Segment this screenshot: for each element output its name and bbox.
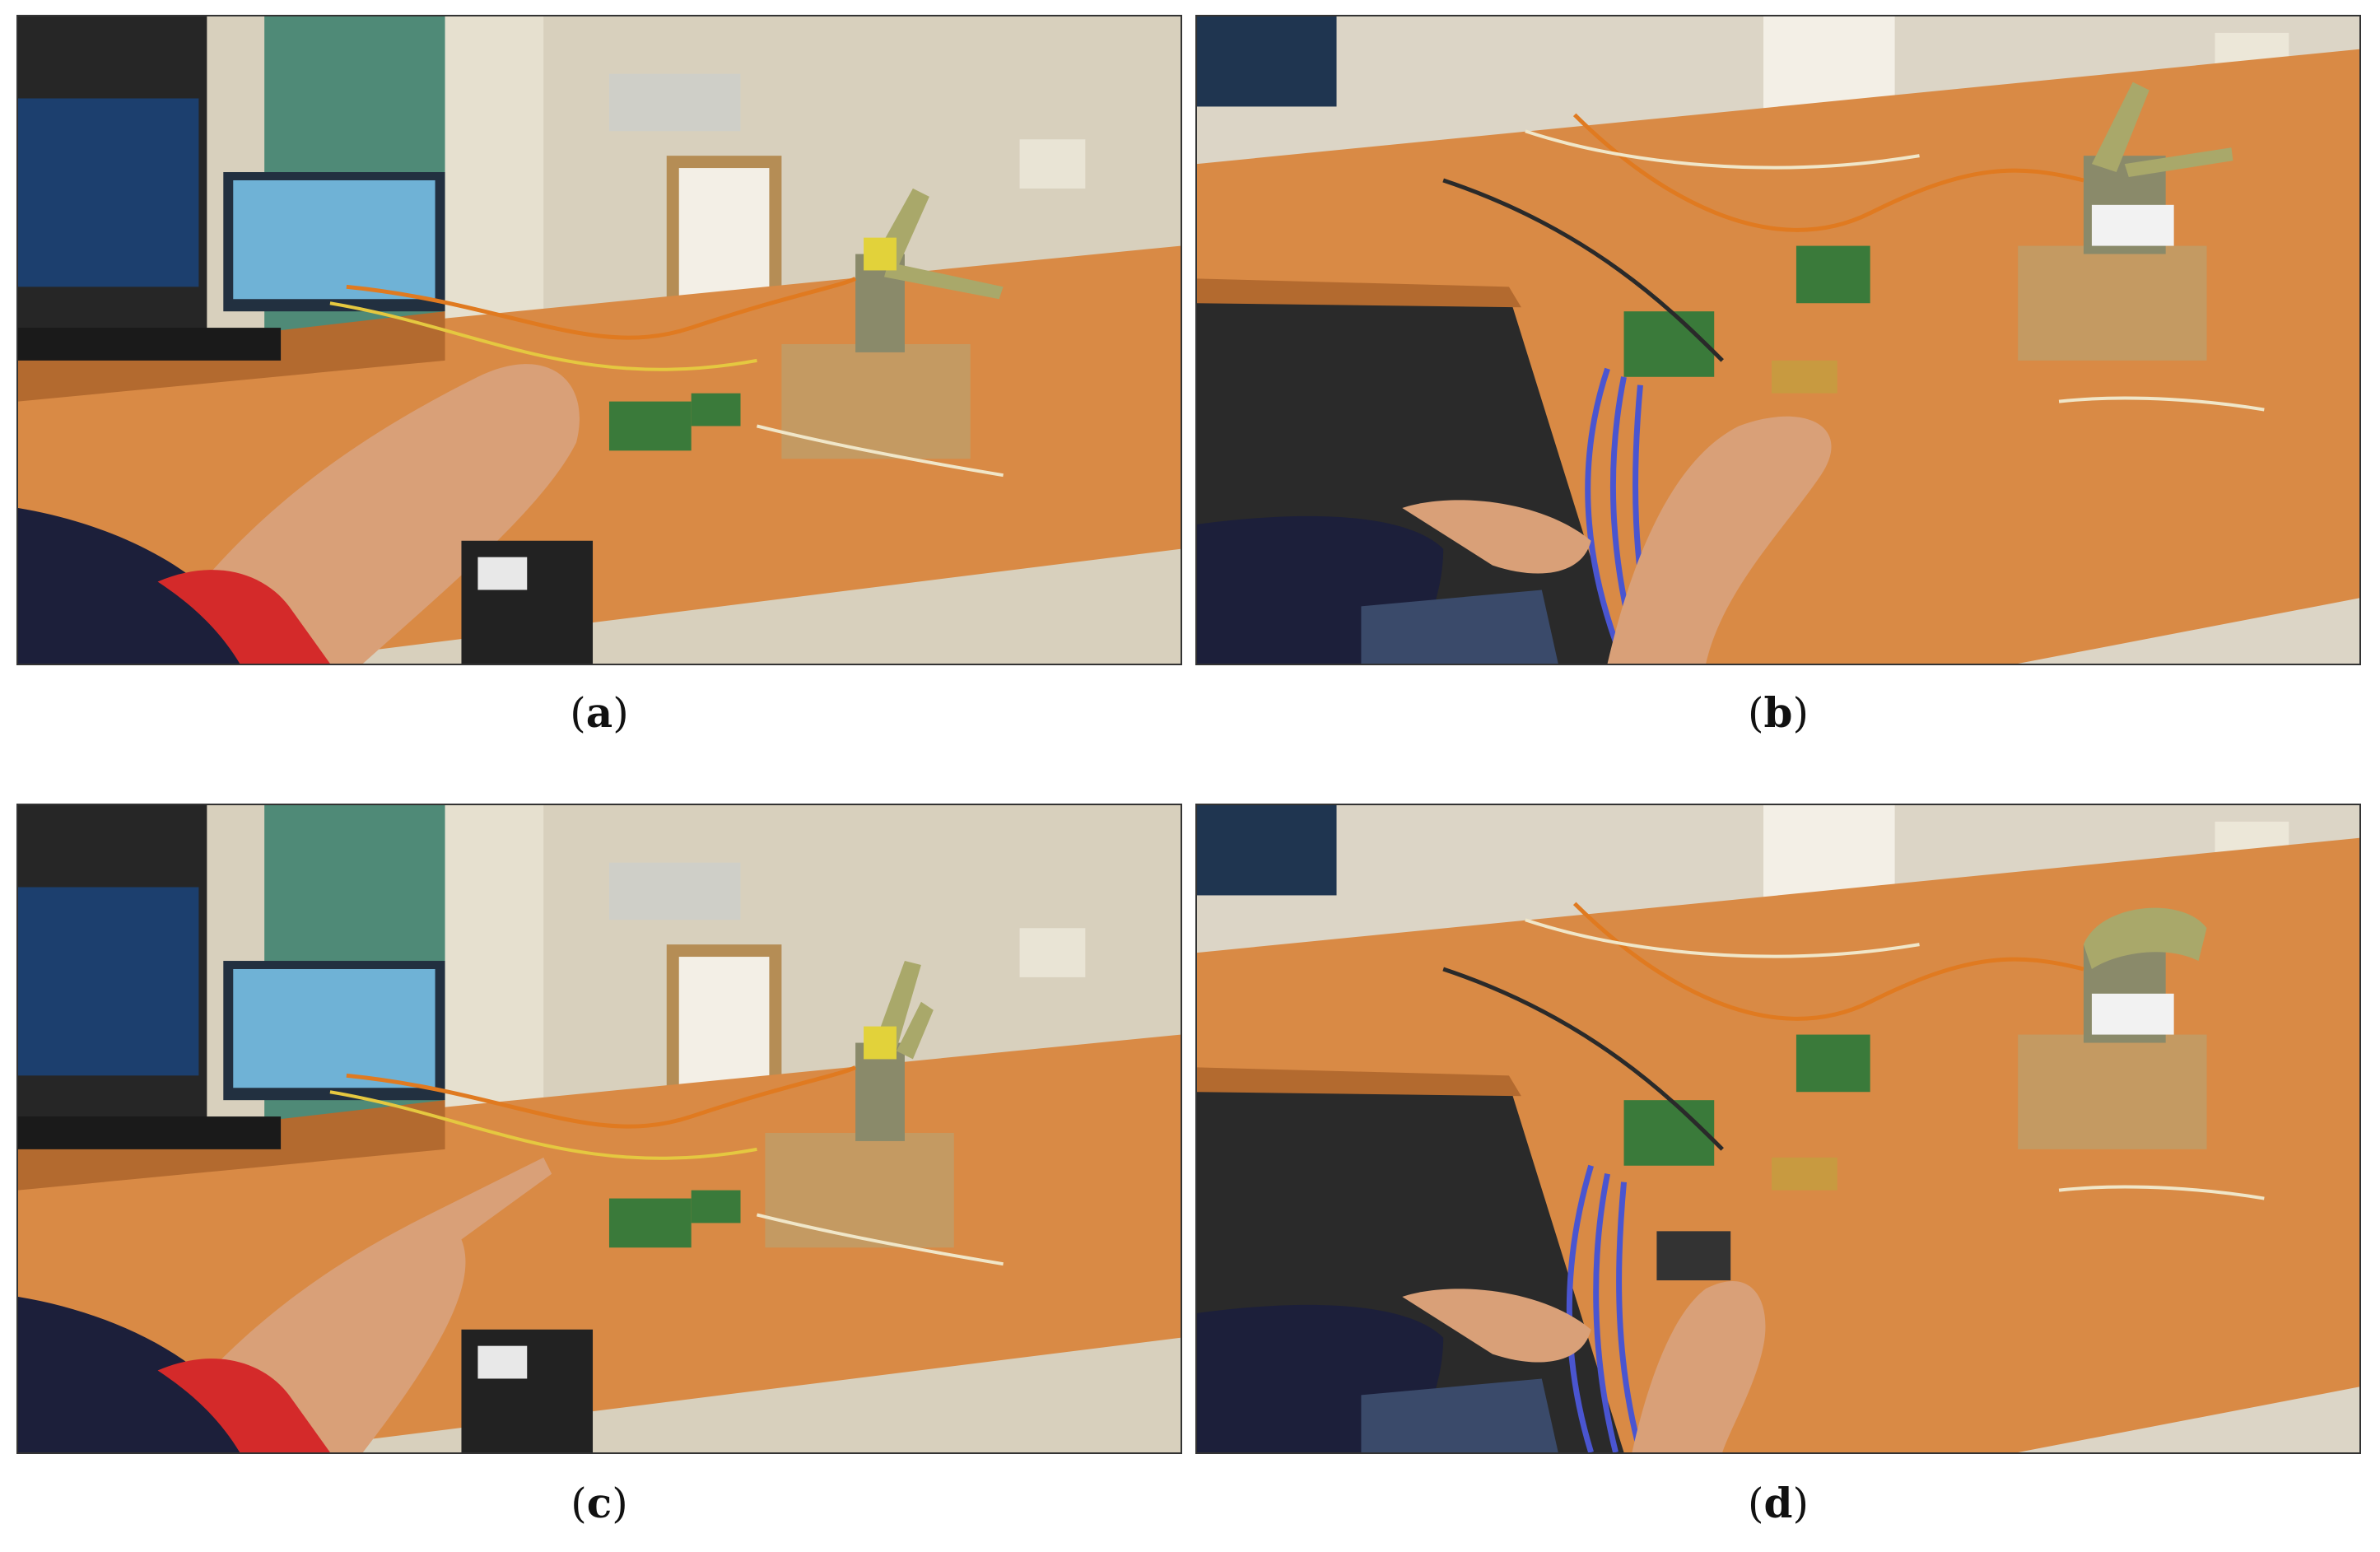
photo-a-scene xyxy=(18,16,1181,664)
photo-c-scene xyxy=(18,805,1181,1452)
caption-b: (b) xyxy=(1748,688,1809,737)
caption-d: (d) xyxy=(1748,1479,1809,1527)
caption-c-letter: c xyxy=(586,1479,612,1527)
caption-d-letter: d xyxy=(1763,1479,1793,1527)
caption-c: (c) xyxy=(571,1479,628,1527)
photo-panel-d xyxy=(1195,804,2361,1454)
photo-b-scene xyxy=(1197,16,2359,664)
photo-panel-a xyxy=(16,15,1182,665)
photo-panel-b xyxy=(1195,15,2361,665)
caption-a: (a) xyxy=(570,688,629,737)
caption-a-letter: a xyxy=(585,688,613,737)
caption-b-letter: b xyxy=(1763,688,1793,737)
photo-panel-c xyxy=(16,804,1182,1454)
photo-d-scene xyxy=(1197,805,2359,1452)
